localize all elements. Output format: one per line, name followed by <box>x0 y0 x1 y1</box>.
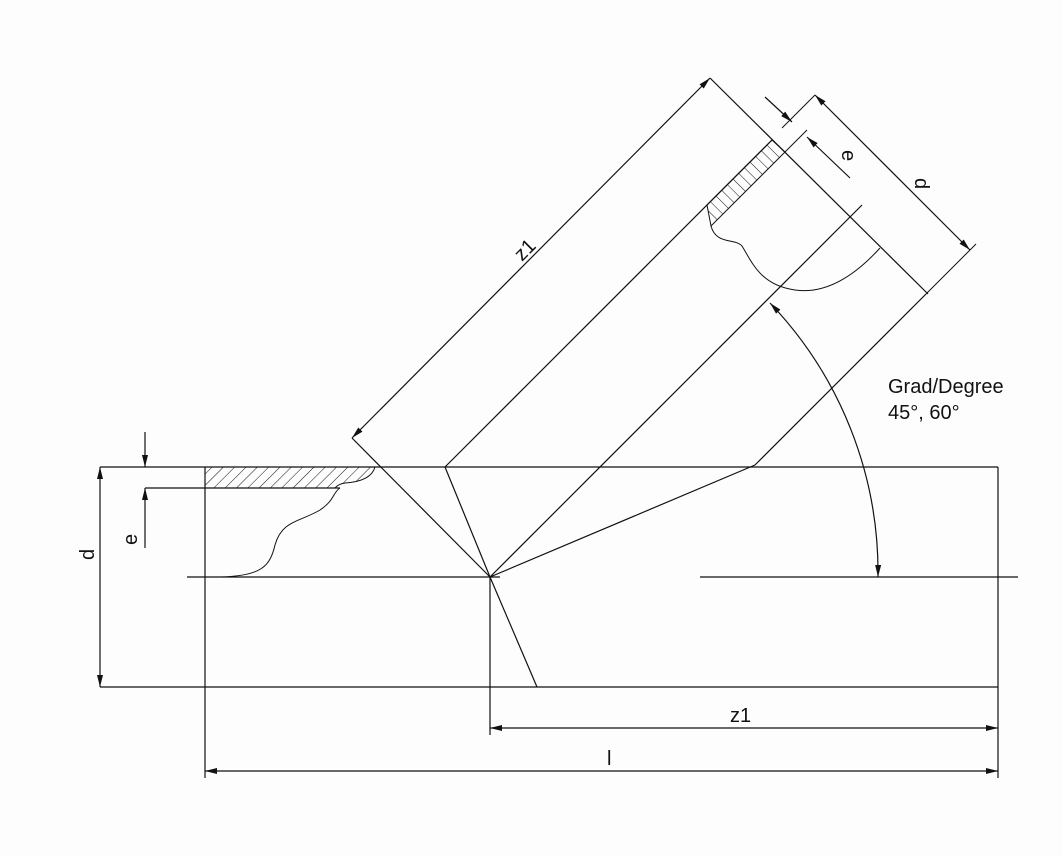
label-l-total: l <box>607 748 611 770</box>
main-wall-hatch <box>204 466 376 489</box>
dim-d-branch-ext-1 <box>781 94 816 129</box>
miter-line-3 <box>489 576 538 688</box>
dim-z1-branch <box>351 77 711 439</box>
dim-d-branch <box>814 94 971 251</box>
main-pipe <box>100 466 1018 778</box>
branch-centerline <box>489 204 863 578</box>
label-e-main: e <box>120 534 142 545</box>
label-z1-main: z1 <box>730 705 751 727</box>
label-angle-values: 45°, 60° <box>888 402 960 424</box>
dim-e-branch-top <box>764 96 793 123</box>
label-z1-branch: z1 <box>510 235 540 265</box>
branch-break-line <box>710 225 881 292</box>
z1-branch-extension <box>351 437 491 578</box>
main-break-line <box>219 487 341 578</box>
branch-pipe <box>351 77 929 735</box>
miter-line-2 <box>489 464 756 578</box>
branch-inner-wall-ext <box>784 129 808 153</box>
label-angle-title: Grad/Degree <box>888 376 1004 398</box>
label-e-branch: e <box>837 150 859 161</box>
label-d-main: d <box>77 549 99 560</box>
branch-wall-hatch <box>706 139 786 228</box>
angle-arc <box>769 302 882 578</box>
label-d-branch: d <box>910 178 932 189</box>
miter-line-1 <box>444 466 491 578</box>
dim-d-branch-ext-2 <box>925 243 977 295</box>
dimensions: d e z1 l z1 e d Grad/Degree 45°, 60° <box>77 77 1004 774</box>
